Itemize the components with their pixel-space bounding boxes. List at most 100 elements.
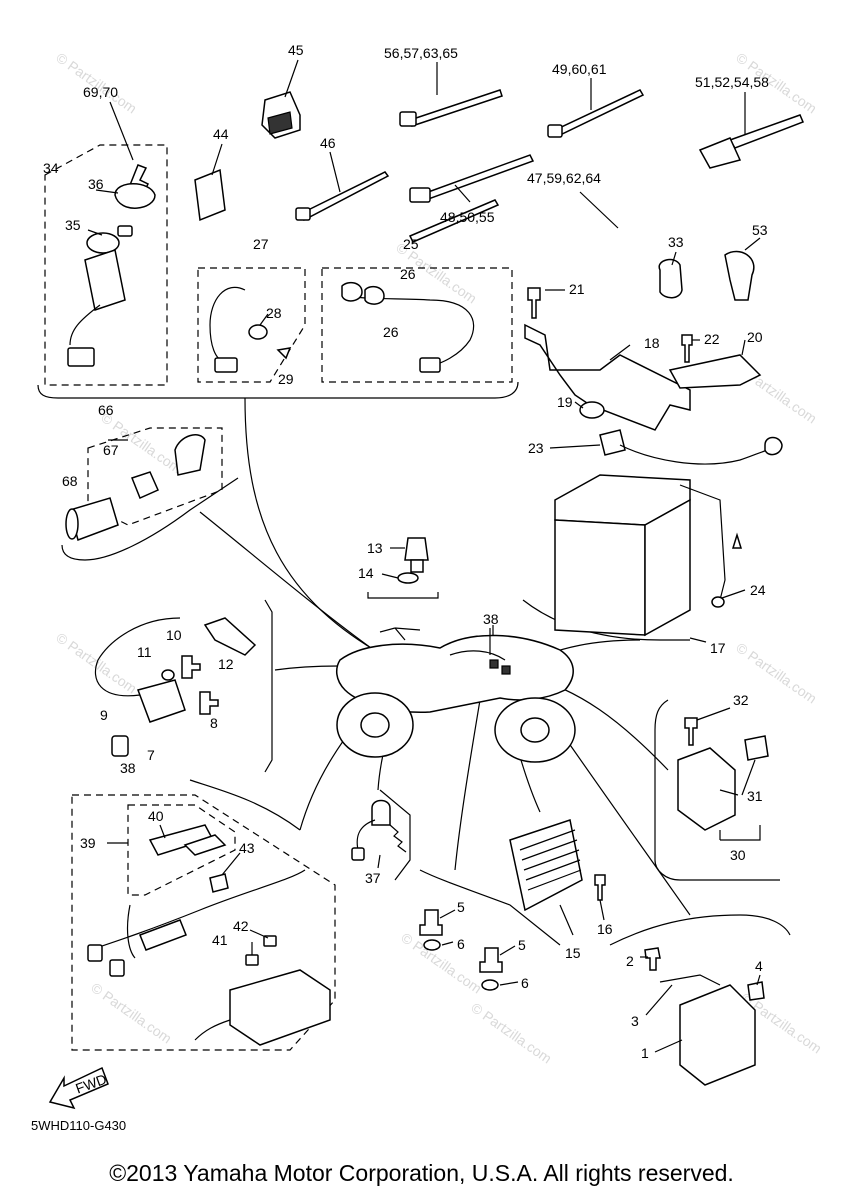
fuse-42 — [263, 935, 277, 947]
clamp-53 — [724, 250, 755, 301]
fwd-arrow: FWD — [48, 1066, 109, 1110]
cable-23-end — [764, 436, 783, 456]
watermark-text: © Partzilla.com — [53, 49, 139, 116]
tie-46-head — [295, 207, 311, 221]
leader-66 — [199, 511, 389, 661]
callout-22: 22 — [704, 331, 720, 347]
tie-56-head — [399, 111, 417, 127]
bolt-10 — [181, 655, 201, 679]
leader — [95, 189, 119, 194]
nut-67 — [131, 471, 159, 500]
washer-6b — [481, 979, 499, 991]
wire-harness — [87, 824, 331, 1046]
sensor-37 — [351, 799, 407, 861]
bracket-7 — [264, 599, 273, 773]
callout-21: 21 — [569, 281, 585, 297]
watermark-text: © Partzilla.com — [88, 979, 174, 1046]
atv-handlebar — [379, 627, 421, 641]
leader — [439, 909, 456, 919]
plate-3 — [659, 974, 721, 986]
callout-53: 53 — [752, 222, 768, 238]
callout-9: 9 — [100, 707, 108, 723]
tie-51 — [728, 114, 804, 149]
tie-47 — [408, 199, 500, 243]
callout-10: 10 — [166, 627, 182, 643]
callout-38a: 38 — [483, 611, 499, 627]
group-34-outline — [44, 144, 168, 386]
subharness-27 — [209, 286, 292, 373]
callout-14: 14 — [358, 565, 374, 581]
callout-44: 44 — [213, 126, 229, 142]
leader — [609, 344, 631, 361]
bracket-lines — [37, 381, 791, 946]
atv-marker-2 — [501, 665, 511, 675]
leader-top-group — [244, 397, 393, 661]
fwd-label: FWD — [73, 1071, 108, 1097]
rectifier-fins — [519, 829, 582, 891]
subharness-25-wire — [344, 294, 475, 366]
callout-3: 3 — [631, 1013, 639, 1029]
callout-19: 19 — [557, 394, 573, 410]
leader-5 — [454, 699, 481, 871]
watermarks: © Partzilla.com © Partzilla.com © Partzi… — [53, 49, 824, 1066]
leader — [284, 59, 299, 98]
sensor-thread — [410, 559, 424, 573]
leader — [441, 941, 454, 946]
atv-seat — [449, 650, 506, 661]
battery-front — [554, 519, 646, 636]
bracket-38 — [189, 779, 301, 831]
diagram-code: 5WHD110-G430 — [31, 1118, 127, 1133]
leader — [499, 981, 519, 986]
key-head — [114, 183, 156, 209]
coupler-43 — [209, 873, 229, 893]
washer-14 — [397, 572, 419, 584]
leader — [87, 229, 103, 236]
sleeve-9 — [111, 735, 129, 757]
callout-18: 18 — [644, 335, 660, 351]
leader — [329, 151, 341, 193]
callout-69-70: 69,70 — [83, 84, 118, 100]
sensors-5 — [419, 909, 503, 991]
sensor-37-plug — [351, 847, 365, 861]
fuse-41 — [245, 954, 259, 966]
cap-12 — [203, 617, 257, 656]
tie-56 — [409, 89, 503, 127]
grip-68-end — [65, 508, 79, 540]
bracket-37 — [379, 789, 411, 881]
callout-17: 17 — [710, 640, 726, 656]
sensor-body — [404, 537, 429, 561]
callout-33: 33 — [668, 234, 684, 250]
subharness-25-boot-1 — [341, 281, 363, 302]
tie-46 — [298, 171, 390, 221]
ignition-switch-group — [67, 164, 156, 367]
holder-40-cap — [183, 834, 227, 856]
relay-45 — [261, 91, 301, 139]
fuse-box — [229, 969, 331, 1046]
leader — [159, 824, 166, 839]
key-cap — [117, 225, 133, 237]
callout-5b: 5 — [518, 937, 526, 953]
callout-47-59-62-64: 47,59,62,64 — [527, 170, 601, 186]
battery-17 — [554, 429, 783, 637]
sensor-13 — [397, 537, 429, 584]
leader — [377, 854, 381, 869]
ignition-coil — [94, 617, 257, 757]
callout-32: 32 — [733, 692, 749, 708]
leader — [559, 904, 574, 936]
clamp-53-body — [724, 250, 755, 301]
group-38-outer-outline — [71, 794, 336, 1051]
group-25-outline — [321, 267, 513, 383]
callout-13: 13 — [367, 540, 383, 556]
coil-7 — [137, 679, 186, 723]
fuse-box-wire — [194, 1019, 231, 1041]
connector-body — [194, 168, 226, 222]
callout-12: 12 — [218, 656, 234, 672]
subharness-27-plug — [214, 357, 238, 373]
cable-23 — [619, 444, 776, 465]
leader — [696, 707, 731, 721]
group-39-inner-outline — [127, 804, 236, 896]
sensor-5a — [419, 909, 443, 936]
leader — [574, 401, 584, 409]
clip-29 — [276, 347, 292, 360]
callout-6b: 6 — [521, 975, 529, 991]
